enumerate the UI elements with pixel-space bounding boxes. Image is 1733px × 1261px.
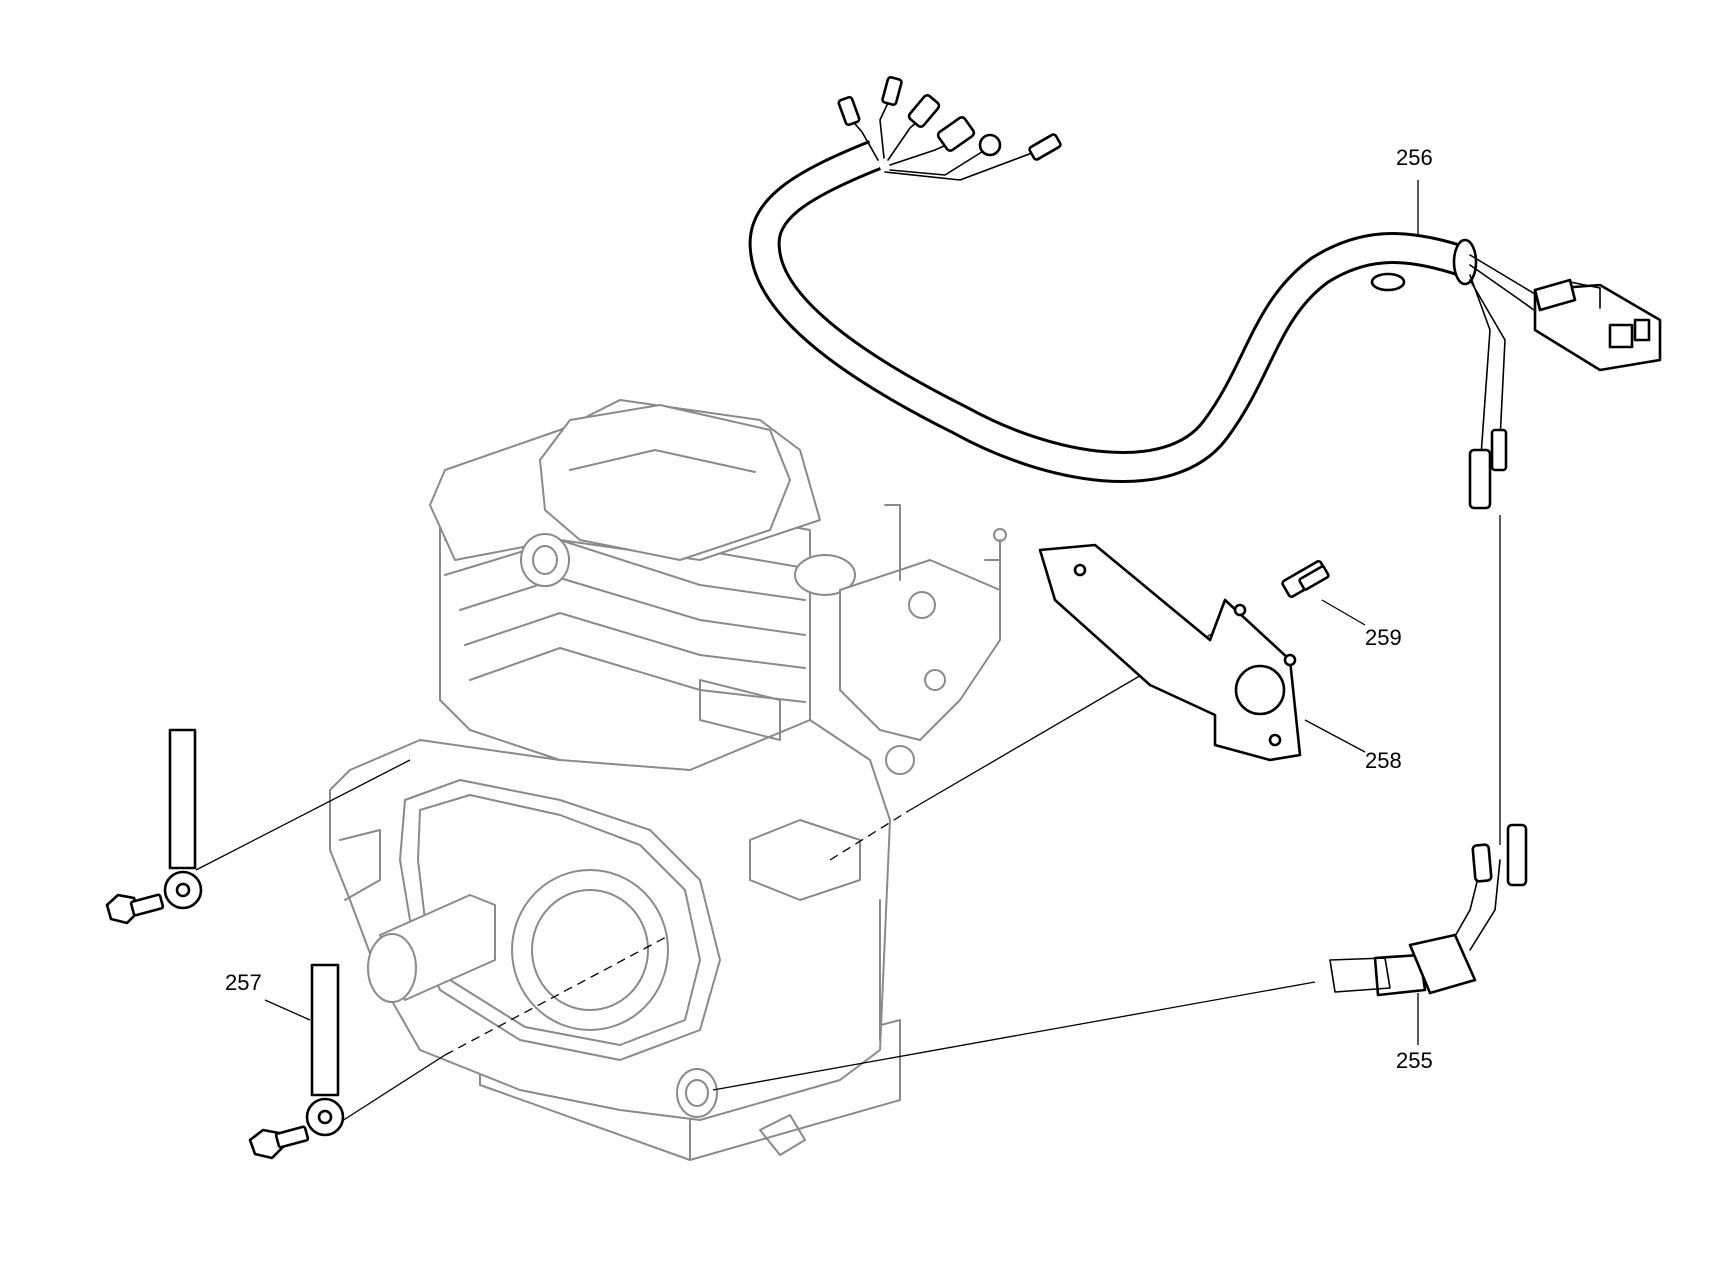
wire-harness-256[interactable] bbox=[748, 76, 1662, 510]
callout-257: 257 bbox=[225, 970, 262, 995]
callout-256: 256 bbox=[1396, 145, 1433, 170]
assembly-lines bbox=[195, 180, 1501, 1131]
callout-259: 259 bbox=[1365, 625, 1402, 650]
bracket-258[interactable] bbox=[1038, 543, 1302, 762]
screw-259[interactable] bbox=[1281, 560, 1330, 598]
ground-strap-upper[interactable] bbox=[163, 728, 203, 910]
oil-switch-255[interactable] bbox=[1329, 823, 1528, 997]
bolt-upper[interactable] bbox=[105, 893, 165, 925]
engine-block bbox=[329, 399, 1007, 1161]
callout-255: 255 bbox=[1396, 1048, 1433, 1073]
ground-strap-257[interactable] bbox=[305, 963, 345, 1137]
callout-258: 258 bbox=[1365, 748, 1402, 773]
bolt-lower[interactable] bbox=[248, 1125, 310, 1160]
